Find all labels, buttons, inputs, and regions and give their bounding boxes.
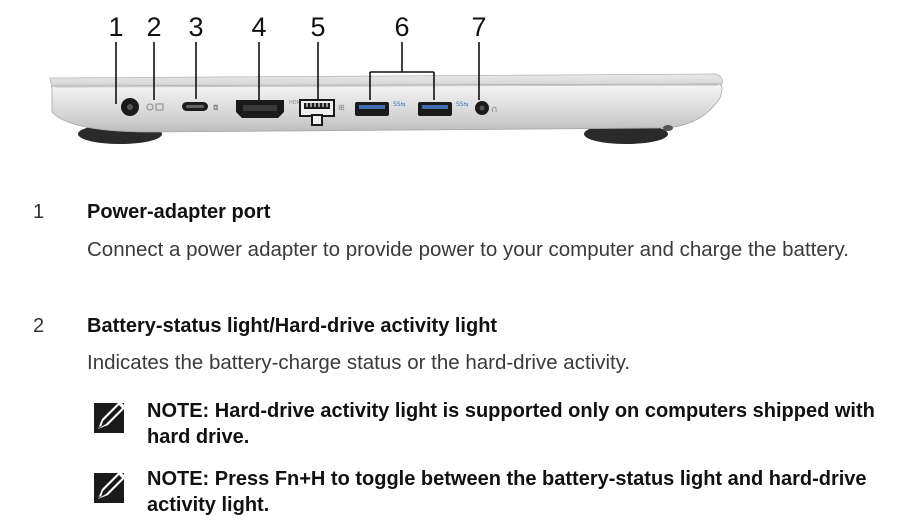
laptop-side-view-figure: 1 2 3 4 5 6 7 bbox=[0, 0, 921, 170]
svg-text:⊞: ⊞ bbox=[338, 103, 345, 112]
note-pencil-icon bbox=[94, 401, 126, 433]
item-number: 2 bbox=[33, 315, 45, 337]
callout-number: 4 bbox=[251, 12, 267, 42]
laptop-illustration: ◘ HDMI ⊞ SS⇆ SS⇆ ∩ bbox=[49, 42, 723, 144]
callout-number: 6 bbox=[394, 12, 410, 42]
svg-text:◘: ◘ bbox=[213, 104, 219, 112]
svg-text:HDMI: HDMI bbox=[289, 100, 302, 106]
svg-text:SS⇆: SS⇆ bbox=[456, 101, 469, 108]
item-description: Connect a power adapter to provide power… bbox=[87, 238, 849, 261]
note-text: NOTE: Press Fn+H to toggle between the b… bbox=[147, 468, 867, 516]
note-text: NOTE: Hard-drive activity light is suppo… bbox=[147, 400, 875, 448]
item-title: Battery-status light/Hard-drive activity… bbox=[87, 315, 498, 337]
item-number: 1 bbox=[33, 201, 45, 223]
svg-text:∩: ∩ bbox=[491, 105, 498, 115]
item-description: Indicates the battery-charge status or t… bbox=[87, 351, 631, 374]
callout-number: 5 bbox=[310, 12, 326, 42]
callout-number: 3 bbox=[188, 12, 204, 42]
note-pencil-icon bbox=[94, 471, 126, 503]
callout-number: 1 bbox=[108, 12, 124, 42]
item-title: Power-adapter port bbox=[87, 201, 271, 223]
callout-number: 2 bbox=[146, 12, 162, 42]
callout-number: 7 bbox=[471, 12, 487, 42]
rubber-foot bbox=[584, 124, 668, 144]
battery-status-light bbox=[146, 103, 154, 111]
svg-text:SS⇆: SS⇆ bbox=[393, 101, 406, 108]
